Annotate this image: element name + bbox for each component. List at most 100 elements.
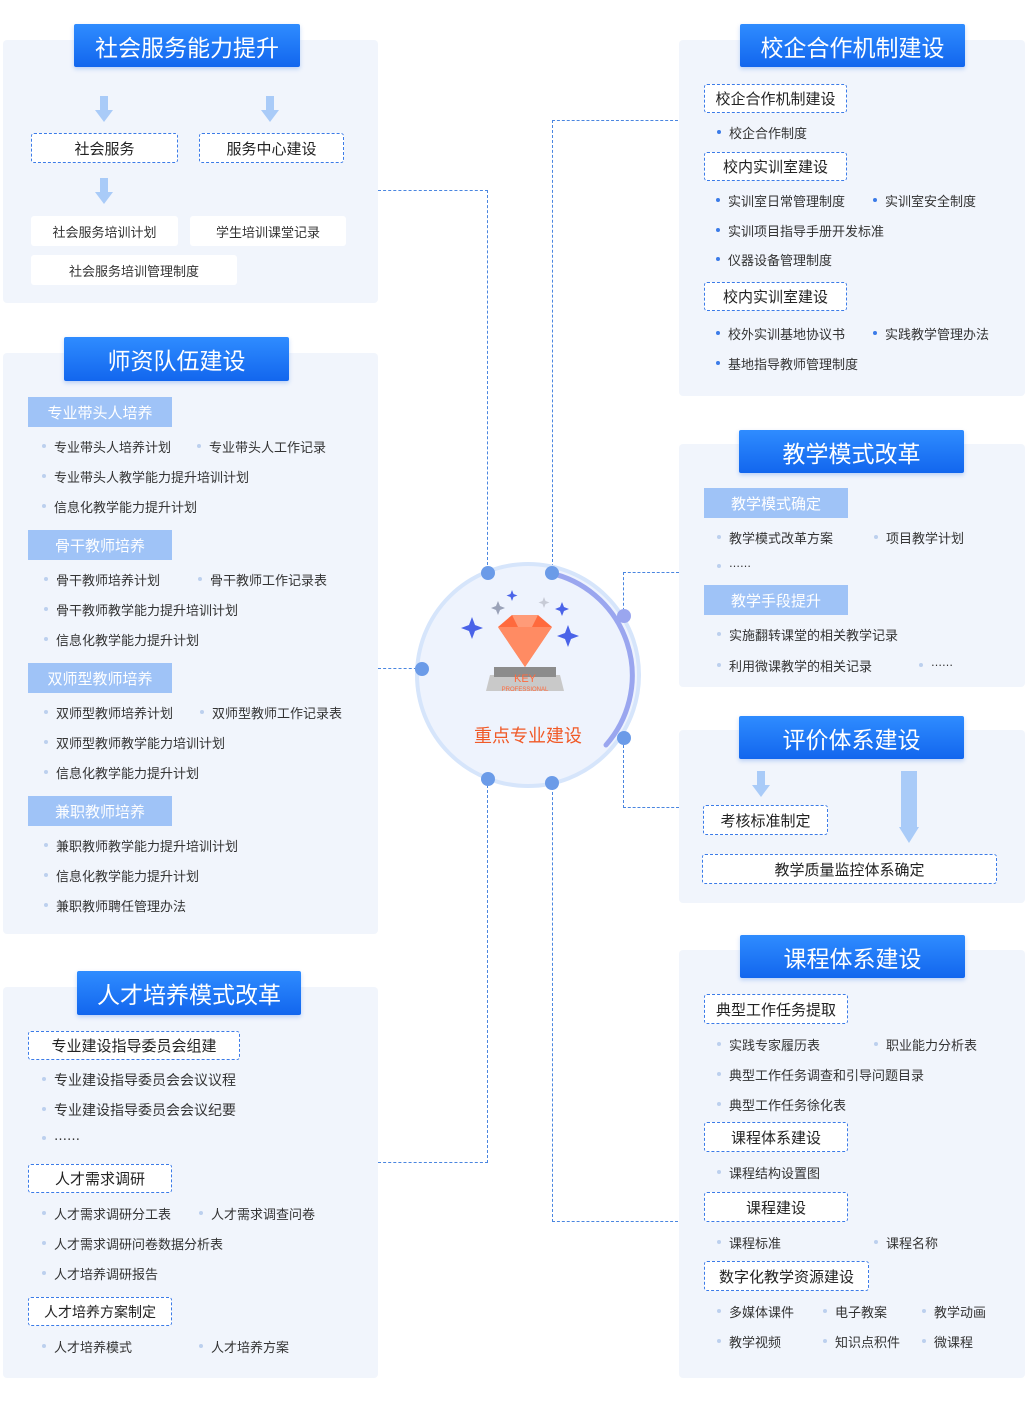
social-item: 社会服务培训计划	[31, 216, 178, 246]
connector-social	[378, 190, 488, 570]
connector-dot	[481, 566, 495, 580]
connector-dot	[415, 662, 429, 676]
list-item: 教学动画	[922, 1302, 986, 1321]
down-arrow-icon	[752, 771, 770, 797]
list-item: 微课程	[922, 1332, 973, 1351]
gem-icon: KEY PROFESSIONAL	[461, 590, 579, 693]
coop-title: 校企合作机制建设	[740, 24, 965, 67]
list-item: 专业带头人教学能力提升培训计划	[42, 467, 249, 486]
list-item: 多媒体课件	[717, 1302, 794, 1321]
connector-dot	[545, 776, 559, 790]
connector-teaching	[623, 572, 679, 616]
list-item: 实训室安全制度	[873, 191, 976, 210]
list-item: 实践教学管理办法	[873, 324, 989, 343]
list-item: 实训项目指导手册开发标准	[716, 221, 884, 240]
list-item: 人才培养方案	[199, 1337, 289, 1356]
list-item: 专业带头人工作记录	[197, 437, 326, 456]
coop-group-label: 校内实训室建设	[704, 282, 847, 311]
list-item: 人才需求调研问卷数据分析表	[42, 1234, 223, 1253]
teacher-group-label: 专业带头人培养	[28, 397, 172, 427]
teaching-group-label: 教学手段提升	[704, 585, 848, 615]
list-item: 信息化教学能力提升计划	[42, 497, 197, 516]
talent-group-label: 专业建设指导委员会组建	[28, 1031, 240, 1060]
list-item: 典型工作任务调查和引导问题目录	[717, 1065, 924, 1084]
connector-dot	[617, 731, 631, 745]
list-item: 专业建设指导委员会会议议程	[42, 1070, 236, 1090]
connector-coop	[552, 120, 678, 572]
course-group-label: 课程体系建设	[704, 1122, 848, 1152]
connector-dot	[545, 566, 559, 580]
down-arrow-icon	[95, 96, 113, 122]
social-service-box: 社会服务	[31, 133, 178, 163]
list-item: 人才培养调研报告	[42, 1264, 158, 1283]
list-item: 骨干教师教学能力提升培训计划	[44, 600, 238, 619]
list-item: 职业能力分析表	[874, 1035, 977, 1054]
teaching-panel	[679, 444, 1025, 687]
list-item: 教学视频	[717, 1332, 781, 1351]
coop-group-label: 校企合作机制建设	[704, 84, 847, 113]
talent-title: 人才培养模式改革	[77, 971, 301, 1015]
eval-standard-box: 考核标准制定	[703, 805, 828, 835]
list-item: 仪器设备管理制度	[716, 250, 832, 269]
list-item: 双师型教师工作记录表	[200, 703, 342, 722]
connector-talent	[378, 780, 488, 1163]
list-item: 电子教案	[823, 1302, 887, 1321]
center-title: 重点专业建设	[474, 726, 582, 747]
eval-quality-box: 教学质量监控体系确定	[702, 854, 997, 884]
course-group-label: 课程建设	[704, 1192, 848, 1222]
social-title: 社会服务能力提升	[74, 24, 300, 67]
list-item: 信息化教学能力提升计划	[44, 763, 199, 782]
list-item: 课程标准	[717, 1233, 781, 1252]
talent-group-label: 人才培养方案制定	[28, 1297, 172, 1326]
gem-professional-text: PROFESSIONAL	[502, 687, 549, 693]
list-item: 利用微课教学的相关记录	[717, 656, 872, 675]
talent-group-label: 人才需求调研	[28, 1164, 172, 1193]
long-down-arrow-icon	[899, 771, 919, 843]
coop-group-label: 校内实训室建设	[704, 152, 847, 181]
teachers-title: 师资队伍建设	[64, 337, 289, 381]
list-item: 骨干教师培养计划	[44, 570, 160, 589]
teacher-group-label: 兼职教师培养	[28, 796, 172, 826]
eval-title: 评价体系建设	[739, 716, 964, 759]
list-item: 实施翻转课堂的相关教学记录	[717, 625, 898, 644]
connector-dot	[617, 609, 631, 623]
list-item: 信息化教学能力提升计划	[44, 866, 199, 885]
service-center-box: 服务中心建设	[199, 133, 344, 163]
list-item: 课程结构设置图	[717, 1163, 820, 1182]
list-item: 人才需求调研分工表	[42, 1204, 171, 1223]
list-item: 人才需求调查问卷	[199, 1204, 315, 1223]
list-item: 教学模式改革方案	[717, 528, 833, 547]
list-item: 专业建设指导委员会会议纪要	[42, 1100, 236, 1120]
center-arc	[547, 570, 635, 748]
down-arrow-icon	[95, 178, 113, 204]
list-item: 双师型教师培养计划	[44, 703, 173, 722]
list-item: 双师型教师教学能力培训计划	[44, 733, 225, 752]
list-item: 专业带头人培养计划	[42, 437, 171, 456]
list-item: 兼职教师教学能力提升培训计划	[44, 836, 238, 855]
list-item: 知识点积件	[823, 1332, 900, 1351]
gem-key-text: KEY	[514, 673, 537, 685]
connector-eval	[623, 740, 679, 808]
connector-course	[552, 782, 678, 1222]
social-item: 学生培训课堂记录	[190, 216, 346, 246]
list-item: 基地指导教师管理制度	[716, 354, 858, 373]
list-item: 项目教学计划	[874, 528, 964, 547]
social-item: 社会服务培训管理制度	[31, 255, 237, 285]
list-item: 信息化教学能力提升计划	[44, 630, 199, 649]
teachers-panel	[3, 353, 378, 934]
down-arrow-icon	[261, 96, 279, 122]
list-item: 校企合作制度	[717, 123, 807, 142]
list-item: ……	[717, 557, 751, 570]
list-item: ……	[42, 1129, 80, 1144]
connector-teachers	[378, 668, 422, 669]
connector-dot	[481, 772, 495, 786]
list-item: ……	[919, 656, 953, 669]
list-item: 实践专家履历表	[717, 1035, 820, 1054]
course-group-label: 典型工作任务提取	[704, 994, 848, 1024]
list-item: 骨干教师工作记录表	[198, 570, 327, 589]
teaching-title: 教学模式改革	[739, 430, 964, 473]
course-group-label: 数字化教学资源建设	[704, 1261, 869, 1291]
list-item: 课程名称	[874, 1233, 938, 1252]
list-item: 人才培养模式	[42, 1337, 132, 1356]
list-item: 实训室日常管理制度	[716, 191, 845, 210]
